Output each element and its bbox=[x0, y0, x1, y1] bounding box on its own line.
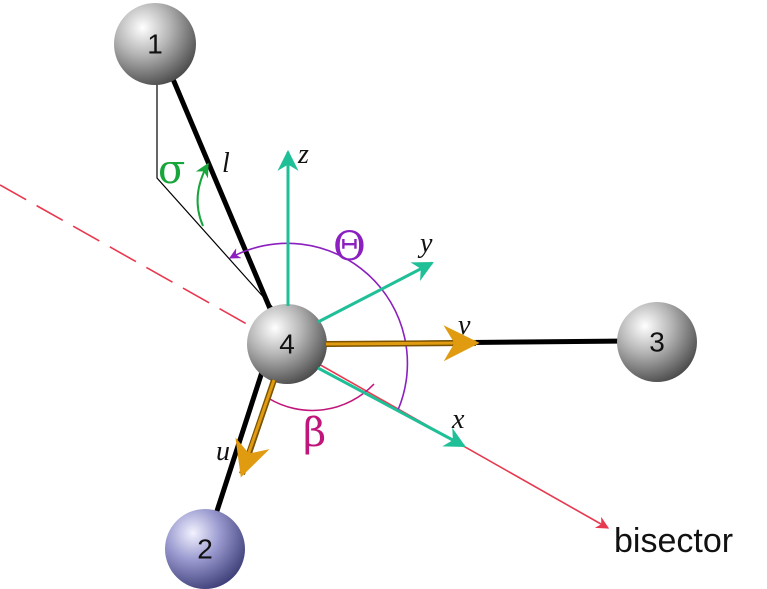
v-axis-label: v bbox=[458, 310, 471, 341]
atom-3: 3 bbox=[617, 302, 697, 382]
bisector-dashed-line bbox=[0, 184, 269, 337]
x-axis-label: x bbox=[451, 404, 465, 435]
atom-1: 1 bbox=[114, 3, 196, 85]
u-axis-label: u bbox=[216, 436, 230, 467]
v-vector-fill bbox=[325, 341, 459, 346]
atom-4-label: 4 bbox=[279, 329, 295, 360]
atom-2-label: 2 bbox=[197, 534, 213, 565]
bisector-label: bisector bbox=[614, 522, 733, 560]
atom-1-label: 1 bbox=[147, 29, 163, 60]
sigma-label: σ bbox=[158, 147, 185, 193]
bond-length-label: l bbox=[222, 148, 230, 179]
sigma-construction-lines bbox=[156, 82, 276, 311]
beta-label: β bbox=[303, 410, 326, 456]
y-axis-arrow bbox=[317, 261, 434, 324]
atom-2: 2 bbox=[165, 509, 245, 589]
bond-1-4 bbox=[167, 71, 277, 319]
atom-3-label: 3 bbox=[649, 327, 665, 358]
theta-arc bbox=[229, 242, 409, 411]
x-axis-arrow bbox=[317, 366, 466, 448]
atom-4: 4 bbox=[247, 304, 327, 384]
u-vector-fill bbox=[245, 379, 276, 459]
y-axis-label: y bbox=[417, 228, 433, 259]
sigma-arc bbox=[195, 162, 209, 227]
z-axis-label: z bbox=[297, 139, 309, 170]
theta-label: Θ bbox=[333, 224, 366, 270]
